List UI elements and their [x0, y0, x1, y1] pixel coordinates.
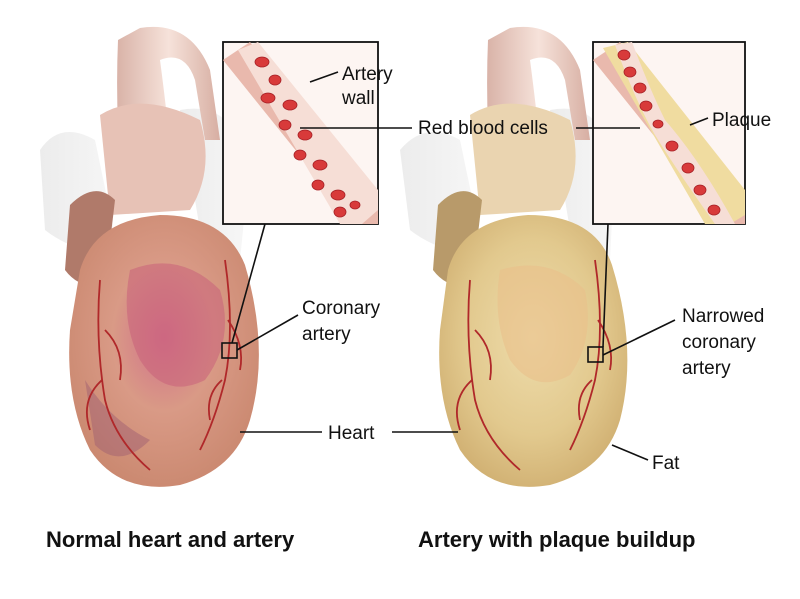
- normal-heart-illustration: [40, 26, 259, 487]
- label-coronary-artery-line2: artery: [302, 324, 351, 345]
- plaque-leader: [689, 117, 709, 126]
- label-narrowed-line1: Narrowed: [682, 306, 764, 327]
- heart-shadow: [85, 380, 150, 457]
- label-artery-wall-line1: Artery: [342, 64, 393, 85]
- aortic-arch: [470, 103, 576, 215]
- label-narrowed-line3: artery: [682, 358, 731, 379]
- coronary-vessels: [86, 259, 243, 471]
- aortic-arch: [100, 103, 206, 215]
- coronary-leader: [236, 314, 299, 351]
- fat-deposit: [497, 265, 588, 383]
- caption-normal-heart: Normal heart and artery: [46, 527, 295, 552]
- inset-connector: [602, 223, 609, 348]
- red-blood-cells-narrowed: [617, 49, 721, 216]
- fat-leader: [611, 444, 649, 461]
- artery-wall-leader: [309, 71, 339, 83]
- normal-artery-inset: [222, 41, 379, 225]
- label-coronary-artery-line1: Coronary: [302, 298, 381, 319]
- label-narrowed-line2: coronary: [682, 332, 756, 353]
- label-artery-wall-line2: wall: [341, 88, 375, 109]
- red-blood-cells-normal: [254, 56, 361, 218]
- label-heart: Heart: [328, 423, 375, 444]
- zoom-marker: [221, 342, 238, 359]
- plaque-artery-inset: [592, 41, 746, 225]
- label-red-blood-cells: Red blood cells: [418, 118, 548, 139]
- inset-connector: [231, 223, 266, 344]
- plaque-heart-illustration: [400, 26, 628, 487]
- label-plaque: Plaque: [712, 110, 771, 131]
- label-fat: Fat: [652, 453, 680, 474]
- heart-pink-region: [126, 263, 225, 387]
- narrowed-leader: [602, 319, 676, 356]
- coronary-vessels: [456, 259, 613, 471]
- leader-lines: [231, 71, 709, 461]
- caption-plaque-heart: Artery with plaque buildup: [418, 527, 695, 552]
